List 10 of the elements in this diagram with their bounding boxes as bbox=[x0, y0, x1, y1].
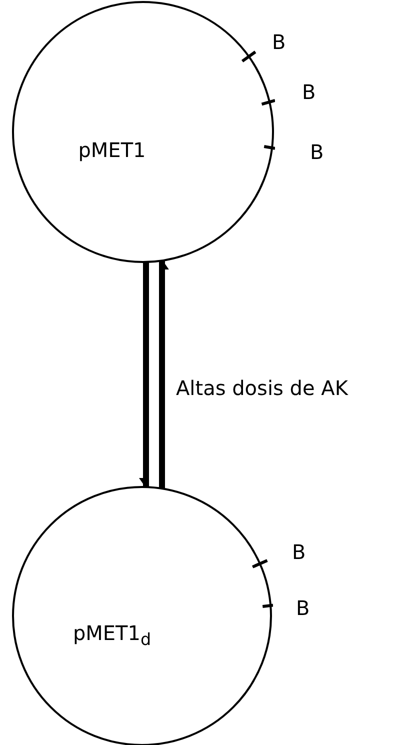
site-label: B bbox=[296, 598, 310, 618]
plasmid-circle bbox=[11, 0, 275, 264]
site-label: B bbox=[310, 142, 324, 162]
plasmid-name: pMET1$_{d}$ bbox=[72, 621, 152, 649]
plasmid-name: pMET1 bbox=[78, 138, 146, 162]
site-label: B bbox=[292, 542, 306, 562]
equilibrium-arrow bbox=[159, 260, 169, 489]
equilibrium-arrow bbox=[139, 262, 149, 488]
site-label: B bbox=[272, 32, 286, 52]
site-label: B bbox=[302, 82, 316, 102]
